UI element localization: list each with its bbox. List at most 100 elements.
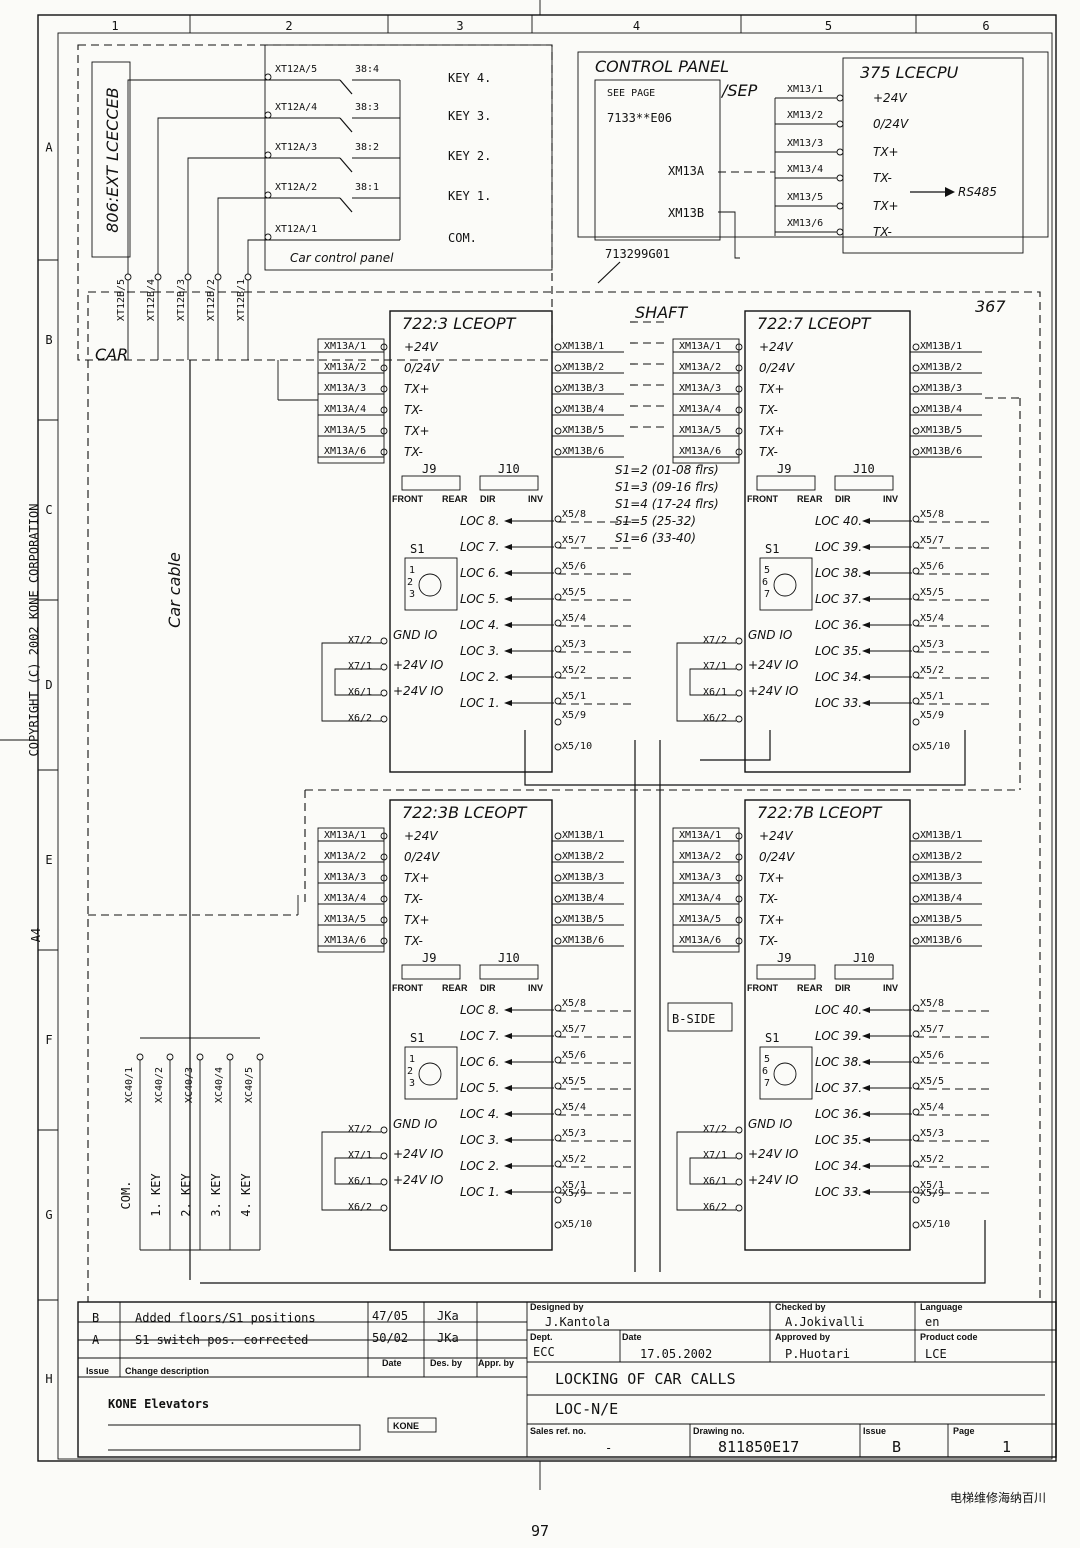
cpu-pin-label: XM13/3 xyxy=(787,138,823,149)
rear-label: REAR xyxy=(797,494,823,504)
io-loop xyxy=(676,1131,736,1211)
rev-header: Appr. by xyxy=(478,1358,514,1368)
xm13b-pin-label: XM13B/2 xyxy=(920,851,962,862)
car-control-panel-box xyxy=(264,44,553,271)
j9-jumper xyxy=(756,964,816,980)
loc-arrow xyxy=(504,596,512,602)
xm13a-pin-label: XM13A/2 xyxy=(324,851,366,862)
xm13a-pin-label: XM13A/6 xyxy=(324,935,366,946)
s1-position-mark: 3 xyxy=(409,1078,415,1089)
io-terminal xyxy=(380,1126,388,1134)
io-terminal xyxy=(380,715,388,723)
xm13a-pin-label: XM13A/6 xyxy=(324,446,366,457)
signal-label: TX+ xyxy=(759,382,785,396)
sales-ref: - xyxy=(605,1441,612,1455)
xm13b-terminal xyxy=(554,448,562,456)
x5-terminal xyxy=(554,1186,562,1194)
x5-terminal xyxy=(912,1134,920,1142)
approved-label: Approved by xyxy=(775,1332,830,1342)
io-loop xyxy=(321,1131,381,1211)
loc-input-label: LOC 40. xyxy=(815,1003,862,1017)
dir-label: DIR xyxy=(480,983,496,993)
x5-9-label: X5/9 xyxy=(920,710,944,721)
loc-input-label: LOC 1. xyxy=(460,1185,499,1199)
cpu-signal-label: +24V xyxy=(873,91,907,105)
xm13a-bus-box xyxy=(672,827,740,953)
xm13b-pin-label: XM13B/5 xyxy=(920,425,962,436)
signal-label: TX- xyxy=(404,892,423,906)
xm13a-pin-label: XM13A/5 xyxy=(679,425,721,436)
loc-arrow xyxy=(862,1007,870,1013)
x5-terminal xyxy=(554,1056,562,1064)
x5-pin-label: X5/3 xyxy=(562,639,586,650)
io-terminal xyxy=(380,1178,388,1186)
x5-terminal xyxy=(554,645,562,653)
cpu-signal-label: TX+ xyxy=(873,145,899,159)
io-connector-label: X6/1 xyxy=(348,687,372,698)
grid-column-label: 2 xyxy=(285,19,292,33)
switch-label: 38:3 xyxy=(355,102,379,113)
x5-9-label: X5/9 xyxy=(562,1188,586,1199)
x5-pin-label: X5/1 xyxy=(562,691,586,702)
xm13b-pin-label: XM13B/1 xyxy=(562,830,604,841)
revision-date: 50/02 xyxy=(372,1331,408,1345)
loc-input-label: LOC 34. xyxy=(815,670,862,684)
xm13b-pin-label: XM13B/4 xyxy=(920,404,962,415)
x5-pin-label: X5/3 xyxy=(920,639,944,650)
x5-9-terminal xyxy=(554,1196,562,1204)
loc-input-label: LOC 38. xyxy=(815,1055,862,1069)
io-terminal xyxy=(735,1204,743,1212)
grid-row-label: G xyxy=(45,1208,52,1222)
x5-terminal xyxy=(912,1186,920,1194)
switch-contact xyxy=(339,197,353,213)
j10-label: J10 xyxy=(498,951,520,965)
x5-pin-label: X5/6 xyxy=(920,561,944,572)
kone-logo xyxy=(387,1417,437,1433)
sheet-border xyxy=(37,14,1057,1462)
io-loop xyxy=(334,1157,381,1185)
loc-arrow xyxy=(504,1007,512,1013)
issue-value: B xyxy=(892,1438,901,1456)
paper-size-label: A4 xyxy=(29,928,43,942)
xm13b-pin-label: XM13B/3 xyxy=(920,383,962,394)
xm13b-pin-label: XM13B/3 xyxy=(920,872,962,883)
rear-label: REAR xyxy=(442,983,468,993)
x5-terminal xyxy=(554,1160,562,1168)
x5-terminal xyxy=(554,1030,562,1038)
b-side-box xyxy=(667,1002,733,1032)
sales-label: Sales ref. no. xyxy=(530,1426,586,1436)
page-ref: 7133**E06 xyxy=(607,111,672,125)
x5-terminal xyxy=(912,541,920,549)
s1-dial xyxy=(773,573,797,597)
s1-position-note: S1=6 (33-40) xyxy=(615,531,696,545)
xt12b-terminal xyxy=(154,273,162,281)
v24-io-label: +24V IO xyxy=(393,1173,443,1187)
x5-pin-label: X5/6 xyxy=(562,561,586,572)
signal-label: 0/24V xyxy=(759,850,795,864)
xm13b-pin-label: XM13B/2 xyxy=(562,851,604,862)
xt12a-terminal xyxy=(264,73,272,81)
xm13b-terminal xyxy=(554,916,562,924)
x5-9-label: X5/9 xyxy=(920,1188,944,1199)
car-control-panel-label: Car control panel xyxy=(290,251,394,265)
front-label: FRONT xyxy=(392,983,423,993)
loc-arrow xyxy=(862,1189,870,1195)
loc-input-label: LOC 37. xyxy=(815,592,862,606)
io-connector-label: X7/2 xyxy=(703,635,727,646)
xm13b-cable xyxy=(718,211,740,259)
signal-label: +24V xyxy=(759,829,793,843)
io-terminal xyxy=(735,1178,743,1186)
xm13b-terminal xyxy=(912,427,920,435)
loc-input-label: LOC 2. xyxy=(460,1159,499,1173)
xm13b-terminal xyxy=(912,916,920,924)
j10-jumper xyxy=(834,964,894,980)
x5-9-chain xyxy=(524,730,966,786)
signal-label: 0/24V xyxy=(404,850,440,864)
loc-input-label: LOC 4. xyxy=(460,618,499,632)
drawing-subtitle: LOC-N/E xyxy=(555,1400,618,1418)
s1-switch-label: S1 xyxy=(410,1031,424,1045)
xm13b-terminal xyxy=(912,385,920,393)
loc-arrow xyxy=(862,518,870,524)
io-loop xyxy=(676,642,736,722)
xm13b-terminal xyxy=(554,937,562,945)
